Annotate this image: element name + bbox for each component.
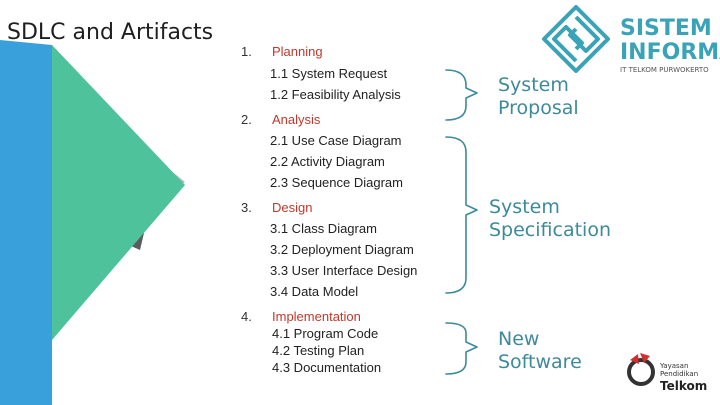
list-item: 2.3 Sequence Diagram <box>270 175 403 190</box>
outcome-line1: System <box>489 196 560 218</box>
yayasan-telkom-logo-icon <box>627 353 655 386</box>
list-item: 3.2 Deployment Diagram <box>270 242 414 257</box>
brace-software <box>445 322 478 375</box>
yayasan-line2: Pendidikan <box>660 370 699 378</box>
brace-specification <box>445 136 478 294</box>
yayasan-telkom: Telkom <box>660 379 708 393</box>
outcome-line2: Proposal <box>498 97 579 119</box>
logo-tagline: IT TELKOM PURWOKERTO <box>620 66 709 74</box>
outcome-new-software: New Software <box>498 328 582 374</box>
list-item: 2.2 Activity Diagram <box>270 154 385 169</box>
outcome-line2: Specification <box>489 219 611 241</box>
phase-name: Implementation <box>272 309 361 324</box>
outcome-system-specification: System Specification <box>489 196 611 242</box>
list-item: 4.1 Program Code <box>272 326 379 341</box>
list-item: 4.2 Testing Plan <box>272 343 365 358</box>
blue-shape-overlay <box>0 40 52 405</box>
logo-informasi: INFORMASI <box>620 40 720 65</box>
list-item: 3.4 Data Model <box>270 284 359 299</box>
brace-proposal <box>445 69 478 121</box>
sistem-informasi-logo-icon <box>542 5 610 73</box>
phase-name: Planning <box>272 44 323 59</box>
phase-number: 1. <box>241 44 252 59</box>
phase-number: 3. <box>241 200 252 215</box>
phase-name: Design <box>272 200 313 215</box>
phase-number: 4. <box>241 309 252 324</box>
outcome-line1: System <box>498 74 569 96</box>
outcome-line2: Software <box>498 351 582 373</box>
list-item: 4.3 Documentation <box>272 360 382 375</box>
yayasan-logo-text: Yayasan Pendidikan <box>660 362 698 378</box>
logo-sistem: SISTEM <box>620 16 712 41</box>
outcome-system-proposal: System Proposal <box>498 74 579 120</box>
list-item: 1.1 System Request <box>270 66 388 81</box>
list-item: 1.2 Feasibility Analysis <box>270 87 401 102</box>
slide-title: SDLC and Artifacts <box>7 20 214 45</box>
list-item: 3.3 User Interface Design <box>270 263 418 278</box>
outcome-line1: New <box>498 328 540 350</box>
green-triangle <box>52 45 185 340</box>
list-item: 2.1 Use Case Diagram <box>270 133 402 148</box>
yayasan-line1: Yayasan <box>660 362 689 370</box>
phase-number: 2. <box>241 112 252 127</box>
phase-name: Analysis <box>272 112 321 127</box>
list-item: 3.1 Class Diagram <box>270 221 377 236</box>
